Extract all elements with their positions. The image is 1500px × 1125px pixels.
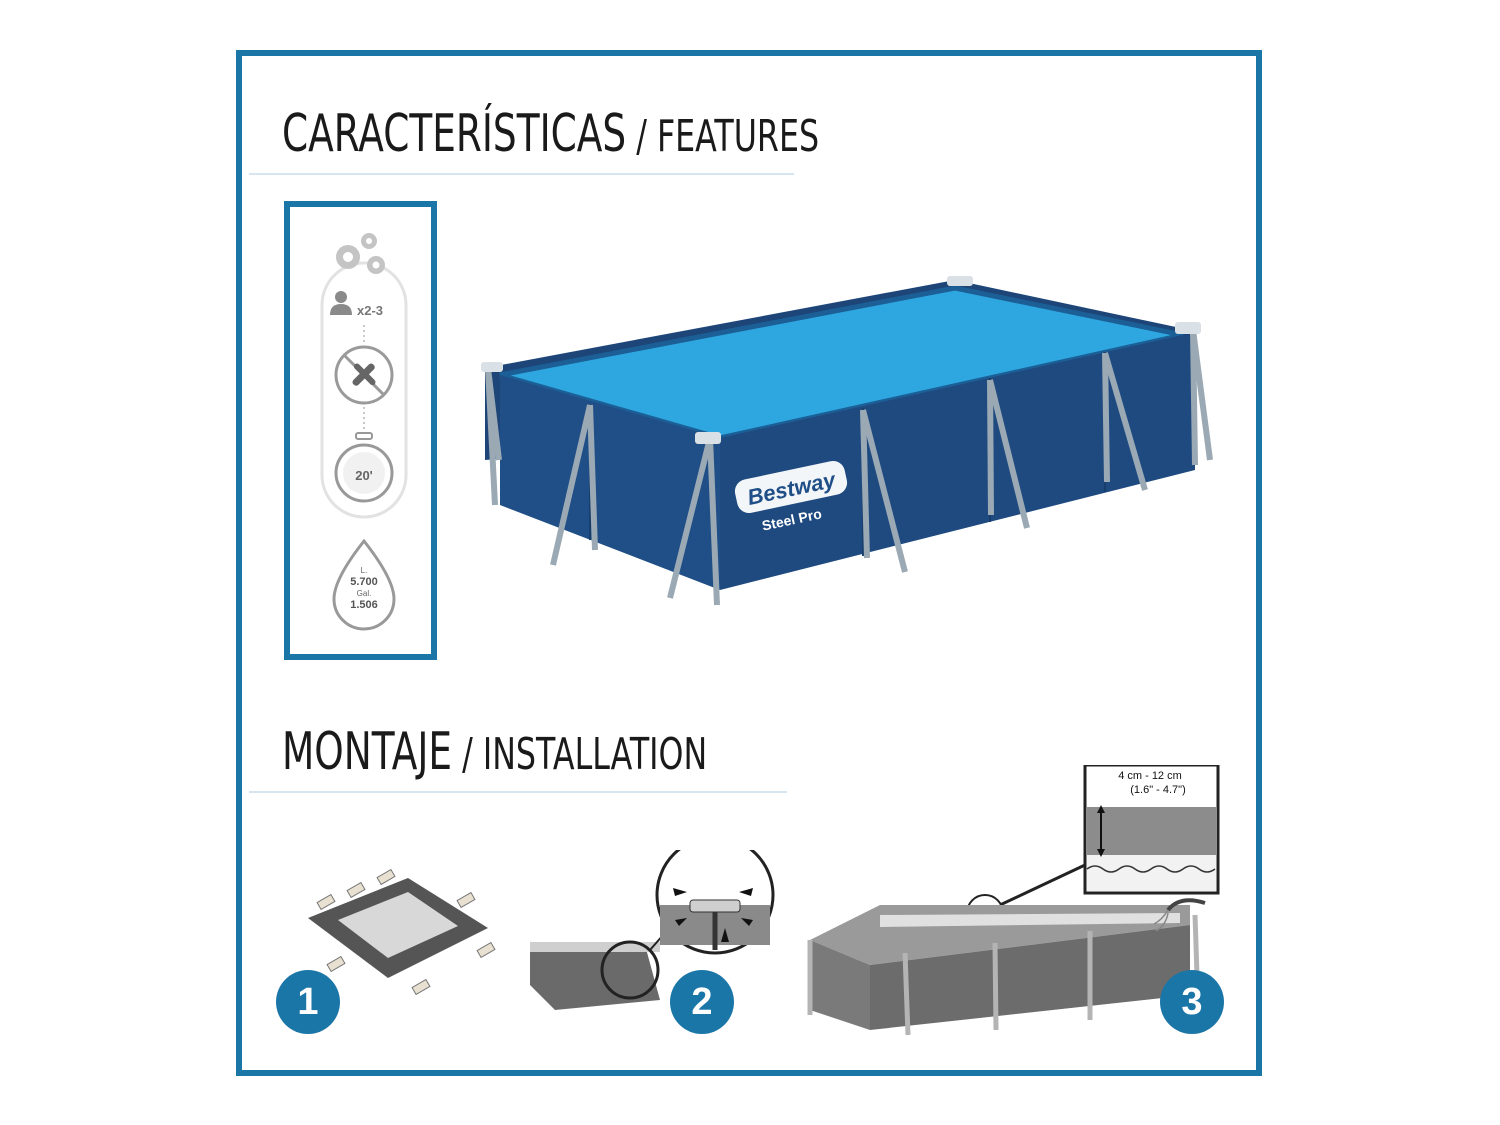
pool-side-wall: [720, 335, 1195, 590]
step-2-badge: 2: [670, 970, 734, 1034]
installation-heading-en: INSTALLATION: [482, 729, 708, 780]
pool-front-wall: [500, 375, 720, 590]
small-pool-front: [810, 940, 870, 1030]
persons-label: x2-3: [357, 303, 383, 318]
step-1-badge: 1: [276, 970, 340, 1034]
step-1-illustration: [308, 868, 496, 996]
gallons-label: Gal.: [357, 589, 372, 598]
features-heading-en: FEATURES: [656, 111, 820, 162]
liters-label: L.: [361, 566, 368, 575]
water-drop-icon: [332, 538, 396, 631]
water-level-imperial: (1.6" - 4.7"): [1130, 784, 1186, 796]
features-pill-outline: [320, 261, 408, 519]
installation-heading-sep: /: [452, 729, 483, 780]
pool-illustration: Bestway Steel Pro: [481, 276, 1213, 606]
liters-value: 5.700: [350, 576, 378, 588]
features-panel: x2-3 20' L. 5.700 Gal. 1.506: [284, 201, 437, 660]
installation-heading-es: MONTAJE: [282, 722, 453, 782]
no-tools-icon: [334, 345, 394, 405]
features-heading-es: CARACTERÍSTICAS: [282, 104, 627, 164]
time-label: 20': [355, 468, 373, 483]
installation-heading: MONTAJE / INSTALLATION: [282, 722, 707, 782]
features-heading-sep: /: [626, 111, 657, 162]
features-icons: x2-3 20' L. 5.700 Gal. 1.506: [320, 233, 408, 631]
gears-icon: [336, 233, 385, 274]
pool-water: [500, 288, 1183, 438]
pool-corner-caps: [481, 276, 1201, 444]
step-3-illustration: 4 cm - 12 cm (1.6" - 4.7"): [807, 765, 1220, 1036]
pool-frame-legs: [485, 329, 1213, 606]
person-icon: [330, 291, 352, 315]
step-2-illustration: [530, 850, 775, 1010]
installation-divider: [249, 791, 787, 793]
step-3-badge: 3: [1160, 970, 1224, 1034]
stopwatch-icon: [334, 432, 394, 503]
water-level-metric: 4 cm - 12 cm: [1118, 770, 1182, 782]
gallons-value: 1.506: [350, 599, 378, 611]
features-divider: [249, 173, 794, 175]
features-heading: CARACTERÍSTICAS / FEATURES: [282, 104, 819, 164]
frame-rail: [530, 945, 660, 1010]
